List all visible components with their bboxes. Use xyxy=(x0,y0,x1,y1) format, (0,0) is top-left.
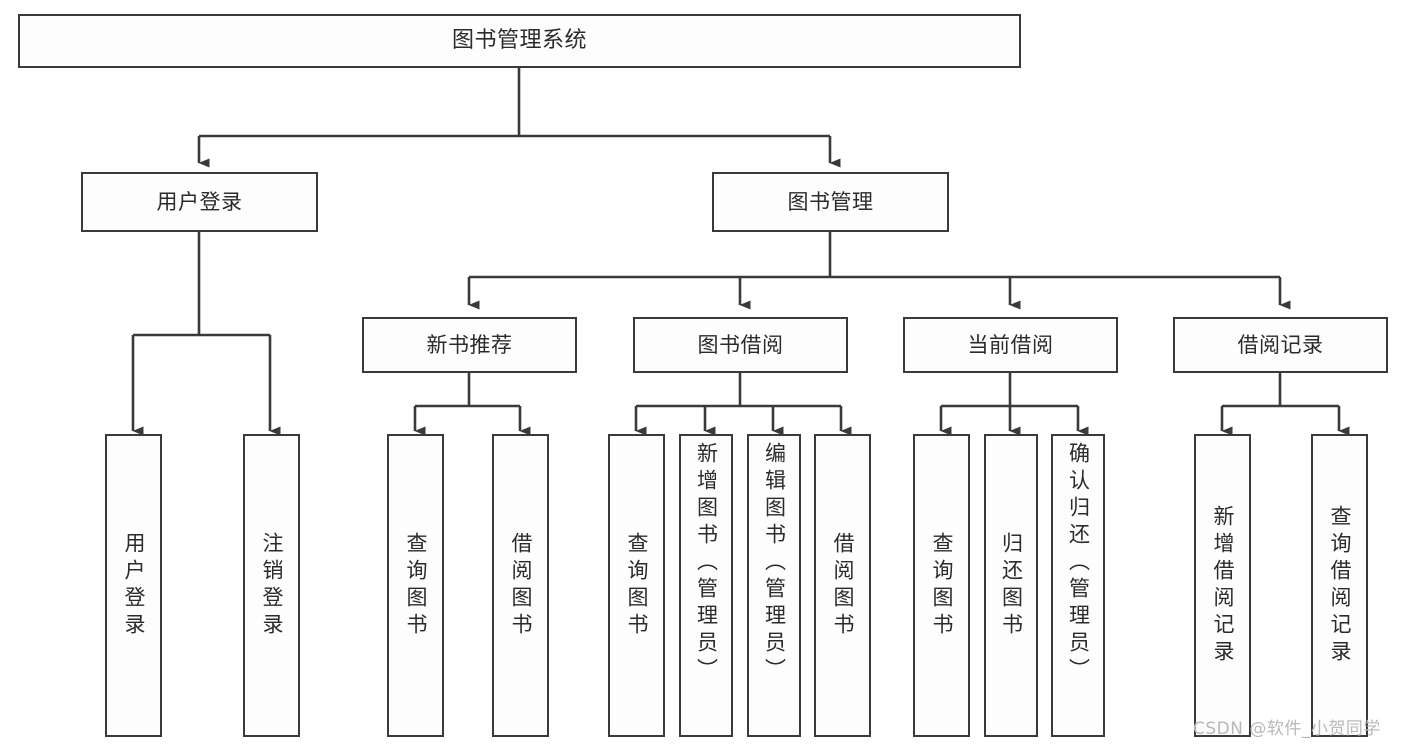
node-label: 新增借阅记录 xyxy=(1211,504,1235,667)
node-label: 编辑图书（管理员） xyxy=(762,442,787,685)
node-label: 借阅图书 xyxy=(831,531,855,640)
node-new-book-recommendation[interactable]: 新书推荐 xyxy=(362,317,577,373)
node-label: 新书推荐 xyxy=(426,332,513,357)
leaf-add-book-admin[interactable]: 新增图书（管理员） xyxy=(679,434,733,737)
node-label: 查询图书 xyxy=(404,531,428,640)
node-book-management[interactable]: 图书管理 xyxy=(712,172,949,232)
leaf-borrow-book-borrow[interactable]: 借阅图书 xyxy=(814,434,871,737)
node-root-book-management-system[interactable]: 图书管理系统 xyxy=(18,14,1021,68)
node-label: 图书管理 xyxy=(787,189,874,214)
node-label: 借阅记录 xyxy=(1237,332,1324,357)
node-label: 图书借阅 xyxy=(697,332,784,357)
node-label: 图书管理系统 xyxy=(451,28,587,54)
node-label: 注销登录 xyxy=(260,531,284,640)
node-user-login[interactable]: 用户登录 xyxy=(81,172,318,232)
node-label: 借阅图书 xyxy=(509,531,533,640)
node-book-borrowing[interactable]: 图书借阅 xyxy=(633,317,848,373)
node-label: 归还图书 xyxy=(999,531,1024,640)
node-current-borrowing[interactable]: 当前借阅 xyxy=(903,317,1118,373)
node-borrowing-record[interactable]: 借阅记录 xyxy=(1173,317,1388,373)
node-label: 查询图书 xyxy=(625,531,649,640)
leaf-logout[interactable]: 注销登录 xyxy=(243,434,300,737)
leaf-query-book-borrow[interactable]: 查询图书 xyxy=(608,434,665,737)
node-label: 用户登录 xyxy=(122,531,146,640)
leaf-query-borrow-record[interactable]: 查询借阅记录 xyxy=(1311,434,1368,737)
node-label: 新增图书（管理员） xyxy=(694,442,719,685)
leaf-query-book-new[interactable]: 查询图书 xyxy=(387,434,444,737)
csdn-watermark: CSDN @软件_小贺同学 xyxy=(1193,719,1381,739)
node-label: 查询图书 xyxy=(930,531,954,640)
leaf-edit-book-admin[interactable]: 编辑图书（管理员） xyxy=(747,434,801,737)
leaf-query-book-current[interactable]: 查询图书 xyxy=(913,434,970,737)
leaf-confirm-return-admin[interactable]: 确认归还（管理员） xyxy=(1051,434,1105,737)
leaf-add-borrow-record[interactable]: 新增借阅记录 xyxy=(1194,434,1251,737)
node-label: 查询借阅记录 xyxy=(1328,504,1352,667)
node-label: 用户登录 xyxy=(156,189,243,214)
leaf-return-book[interactable]: 归还图书 xyxy=(984,434,1038,737)
leaf-borrow-book-new[interactable]: 借阅图书 xyxy=(492,434,549,737)
leaf-user-login[interactable]: 用户登录 xyxy=(105,434,162,737)
node-label: 当前借阅 xyxy=(967,332,1054,357)
node-label: 确认归还（管理员） xyxy=(1066,442,1091,685)
